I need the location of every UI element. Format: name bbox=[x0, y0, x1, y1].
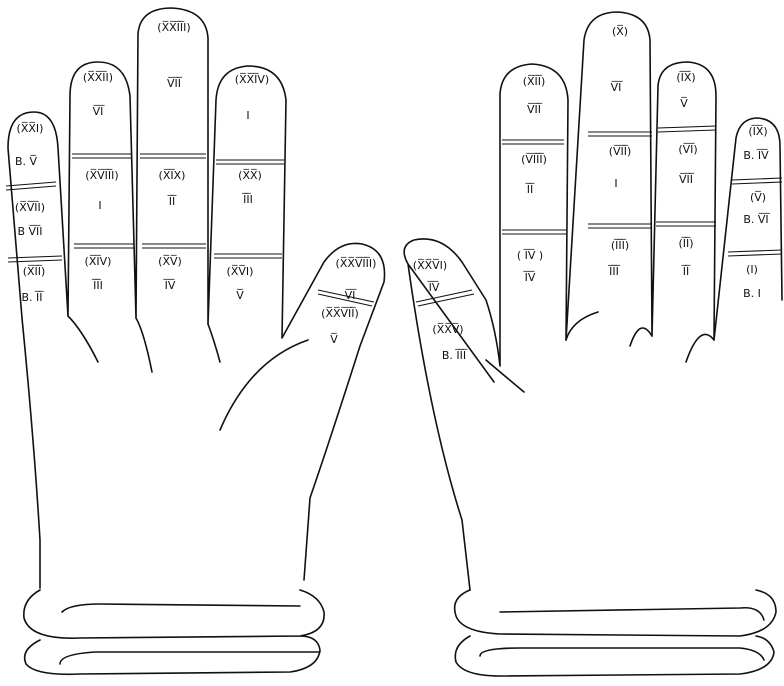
label: (X̅X̅V̅I̅I̅) bbox=[321, 307, 359, 320]
label: (X̅X̅V̅I̅I̅I) bbox=[336, 257, 377, 270]
label: V̅I̅ bbox=[345, 289, 358, 302]
right-middle-labels: (X̅) V̅I̅ (V̅I̅I̅) I (I̅I̅I̅) I̅I̅I̅ bbox=[608, 25, 632, 278]
label: B. V̅I̅ bbox=[743, 213, 770, 226]
label: (X̅X̅I̅I) bbox=[83, 71, 113, 84]
label: (X̅I̅I̅) bbox=[523, 75, 546, 88]
left-index-labels: (X̅X̅I̅V) I (X̅X̅) I̅I̅I (X̅V̅I) V̅ bbox=[227, 73, 270, 302]
left-finger-creases bbox=[6, 154, 374, 306]
label: V̅ bbox=[330, 333, 338, 346]
label: I̅V̅ bbox=[427, 281, 440, 294]
right-index-labels: (X̅I̅I̅) V̅I̅I̅ (V̅I̅I̅I̅) I̅I̅ ( I̅V̅ )… bbox=[517, 75, 547, 284]
label: V̅ bbox=[680, 97, 688, 110]
label: V̅I̅I̅ bbox=[679, 173, 695, 186]
label: (X̅X̅I̅V) bbox=[235, 73, 269, 86]
label: V̅I̅ bbox=[93, 105, 106, 118]
label: (X̅) bbox=[612, 25, 628, 38]
left-hand: (X̅X̅I) B. V̅ (X̅V̅I̅I) B V̅I̅I (X̅I̅I̅)… bbox=[6, 8, 385, 674]
left-ring-labels: (X̅X̅I̅I) V̅I̅ (X̅V̅I̅I̅I) I (X̅I̅V) I̅I… bbox=[83, 71, 119, 292]
label: B. I̅I̅I̅ bbox=[442, 349, 468, 362]
left-knuckle-arcs bbox=[68, 316, 220, 372]
label: (I̅I̅) bbox=[678, 237, 693, 250]
label: I̅I̅ bbox=[167, 195, 177, 208]
label: (V̅I̅) bbox=[678, 143, 697, 156]
right-hand-outline bbox=[404, 12, 782, 590]
right-pinky-labels: (I̅X̅) B. I̅V̅ (V̅) B. V̅I̅ (I) B. I bbox=[743, 125, 771, 300]
label: (X̅V̅I) bbox=[227, 265, 254, 278]
label: I̅I̅ bbox=[525, 183, 535, 196]
label: V̅I̅ bbox=[611, 81, 624, 94]
label: B. V̅ bbox=[15, 155, 38, 168]
label: (V̅I̅I̅) bbox=[609, 145, 632, 158]
left-pinky-labels: (X̅X̅I) B. V̅ (X̅V̅I̅I) B V̅I̅I (X̅I̅I̅)… bbox=[15, 122, 45, 304]
label: (X̅V̅I̅I) bbox=[15, 201, 45, 214]
right-thumb-crease bbox=[486, 360, 524, 392]
right-knuckle-arcs bbox=[566, 312, 714, 362]
label: B V̅I̅I bbox=[17, 225, 42, 238]
label: V̅I̅I̅ bbox=[167, 77, 183, 90]
right-ring-labels: (I̅X̅) V̅ (V̅I̅) V̅I̅I̅ (I̅I̅) I̅I̅ bbox=[676, 71, 697, 278]
label: (X̅V̅I̅I̅I) bbox=[85, 169, 118, 182]
left-cuff bbox=[24, 590, 324, 674]
label: (X̅X̅V̅I) bbox=[413, 259, 447, 272]
label: I̅I̅ bbox=[681, 265, 691, 278]
label: (X̅X̅I) bbox=[17, 122, 44, 135]
label: (V̅I̅I̅I̅) bbox=[521, 153, 547, 166]
label: I bbox=[246, 109, 249, 122]
label: B. I̅I̅ bbox=[21, 291, 44, 304]
label: B. I bbox=[743, 287, 761, 300]
label: (X̅I̅V) bbox=[85, 255, 112, 268]
left-hand-outline bbox=[8, 8, 385, 588]
label: V̅ bbox=[236, 289, 244, 302]
label: (X̅I̅I̅) bbox=[23, 265, 46, 278]
label: (I̅I̅I̅) bbox=[611, 239, 629, 252]
label: (I̅X̅) bbox=[748, 125, 767, 138]
label: B. I̅V̅ bbox=[743, 149, 769, 162]
right-cuff bbox=[455, 590, 776, 676]
left-thumb-labels: (X̅X̅V̅I̅I̅I) V̅I̅ (X̅X̅V̅I̅I̅) V̅ bbox=[321, 257, 376, 346]
label: V̅I̅I̅ bbox=[527, 103, 543, 116]
label: (X̅X̅I̅I̅I) bbox=[157, 21, 190, 34]
label: (X̅I̅X) bbox=[159, 169, 186, 182]
label: I̅I̅I bbox=[242, 193, 253, 206]
label: ( I̅V̅ ) bbox=[517, 249, 543, 262]
label: (X̅X̅V̅) bbox=[432, 323, 463, 336]
label: I̅I̅I̅ bbox=[608, 265, 621, 278]
label: I bbox=[614, 177, 617, 190]
label: (I) bbox=[746, 263, 758, 276]
label: (V̅) bbox=[750, 191, 766, 204]
label: I̅I̅I bbox=[92, 279, 103, 292]
label: (X̅X̅) bbox=[238, 169, 262, 182]
label: I̅V̅ bbox=[523, 271, 536, 284]
label: (X̅V̅) bbox=[158, 255, 182, 268]
right-hand: (X̅X̅V̅I) I̅V̅ (X̅X̅V̅) B. I̅I̅I̅ (X̅I̅I… bbox=[404, 12, 782, 676]
label: I bbox=[98, 199, 101, 212]
label: (I̅X̅) bbox=[676, 71, 695, 84]
left-thumb-crease bbox=[220, 340, 308, 430]
label: I̅V̅ bbox=[163, 279, 176, 292]
left-middle-labels: (X̅X̅I̅I̅I) V̅I̅I̅ (X̅I̅X) I̅I̅ (X̅V̅) I… bbox=[157, 21, 190, 292]
